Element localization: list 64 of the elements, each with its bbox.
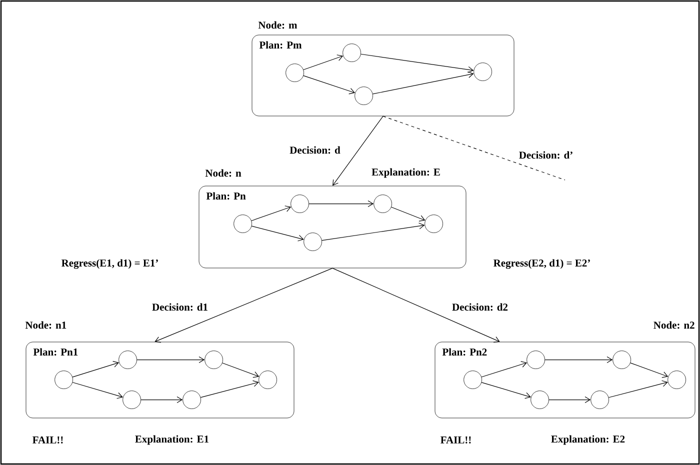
note: Explanation: E1 [135,435,208,445]
arrow [322,222,425,241]
step-circle [304,232,322,251]
arrow [548,396,591,404]
step-circle [118,350,137,369]
step-circle [424,214,443,233]
step-circle [182,390,201,409]
regress-label: Regress(E2, d1) = E2’ [494,259,590,269]
step-circle [668,370,686,389]
plan-box: Node: n1 Plan: Pn1 [25,321,294,418]
arrow [72,361,120,378]
step-circle [474,62,492,81]
regress-label: Regress(E1, d1) = E1’ [62,259,158,269]
step-circle [234,214,252,233]
step-circle [54,370,73,389]
arrow [72,382,123,399]
step-circle [290,194,309,213]
arrow [200,380,259,398]
arrow [308,200,374,208]
arrow [136,356,205,364]
arrow [332,268,500,343]
arrow [608,380,668,398]
step-circle [258,370,277,389]
arrow [360,54,474,73]
edge-label: Decision: d2 [451,302,509,312]
node-label: Node: n1 [25,321,66,329]
arrow [303,75,356,94]
node-label: Node: n [205,169,242,177]
note: FAIL!! [440,436,471,444]
step-circle [342,44,361,62]
arrow [630,362,668,378]
step-circle [374,194,392,213]
arrow [332,116,384,186]
node-label: Node: m [258,21,298,29]
step-circle [530,390,549,409]
arrow [251,226,304,242]
arrow [222,362,260,378]
step-circle [590,390,610,409]
arrow [544,356,613,364]
arrow [154,268,333,343]
dashed-line [382,116,566,180]
edge-label: Decision: d [288,145,342,155]
step-circle [122,390,141,409]
step-circle [204,350,223,369]
plan-box: Node: m Plan: Pm [252,21,514,116]
step-circle [354,86,373,105]
step-circle [612,350,632,369]
arrow [140,396,183,404]
arrow [481,382,531,399]
arrow [372,71,474,94]
arrow [391,206,426,222]
arrow [303,54,344,70]
edge-label: Decision: d’ [518,150,574,160]
node-label: Node: n2 [654,321,694,329]
step-circle [286,64,304,82]
arrow [481,361,528,378]
step-circle [526,350,545,369]
step-circle [464,370,482,389]
arrow [251,206,292,222]
note: Explanation: E2 [551,435,625,445]
edge-label: Decision: d1 [151,302,209,312]
note: Explanation: E [372,168,440,178]
note: FAIL!! [32,436,63,444]
plan-box: Node: n2 Plan: Pn2 [434,321,696,418]
